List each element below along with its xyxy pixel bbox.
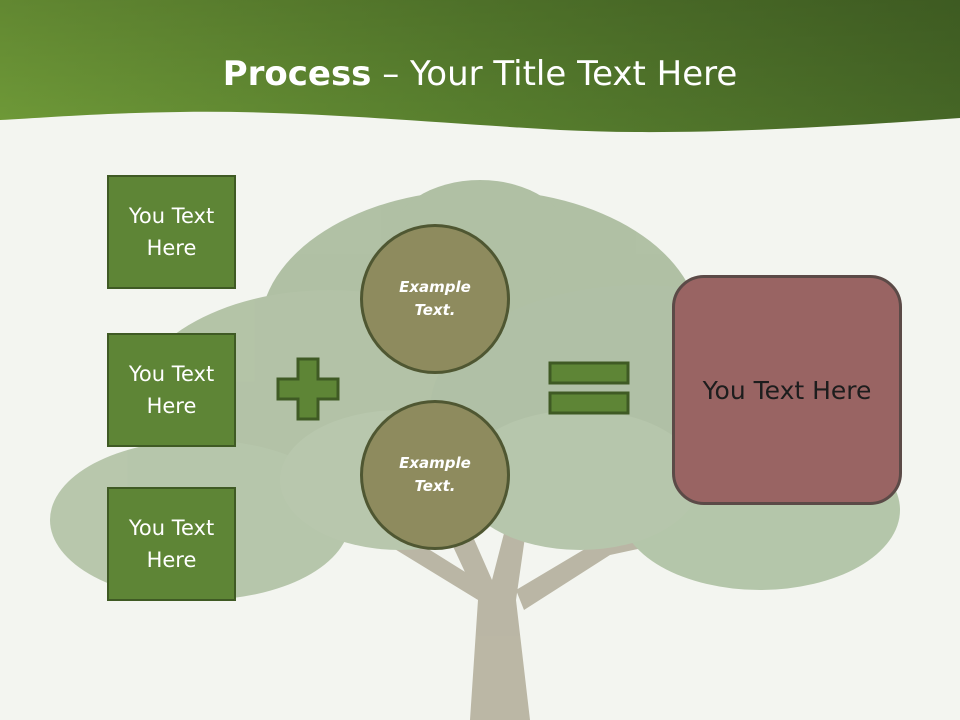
input-box-2-label: You Text Here (128, 362, 215, 418)
slide-title: Process – Your Title Text Here (0, 52, 960, 96)
title-bold: Process (222, 54, 372, 94)
input-box-1[interactable]: You Text Here (107, 175, 236, 289)
result-box-label: You Text Here (702, 375, 872, 405)
input-box-1-label: You Text Here (128, 204, 215, 260)
result-box[interactable]: You Text Here (672, 275, 902, 505)
input-box-3[interactable]: You Text Here (107, 487, 236, 601)
example-circle-2[interactable]: Example Text. (360, 400, 510, 550)
input-box-3-label: You Text Here (128, 516, 215, 572)
plus-icon (276, 357, 340, 421)
example-circle-2-label: Example Text. (399, 454, 471, 495)
equals-icon (548, 361, 630, 415)
input-box-2[interactable]: You Text Here (107, 333, 236, 447)
title-rest: – Your Title Text Here (371, 54, 738, 94)
header-banner (0, 0, 960, 133)
example-circle-1[interactable]: Example Text. (360, 224, 510, 374)
example-circle-1-label: Example Text. (399, 278, 471, 319)
